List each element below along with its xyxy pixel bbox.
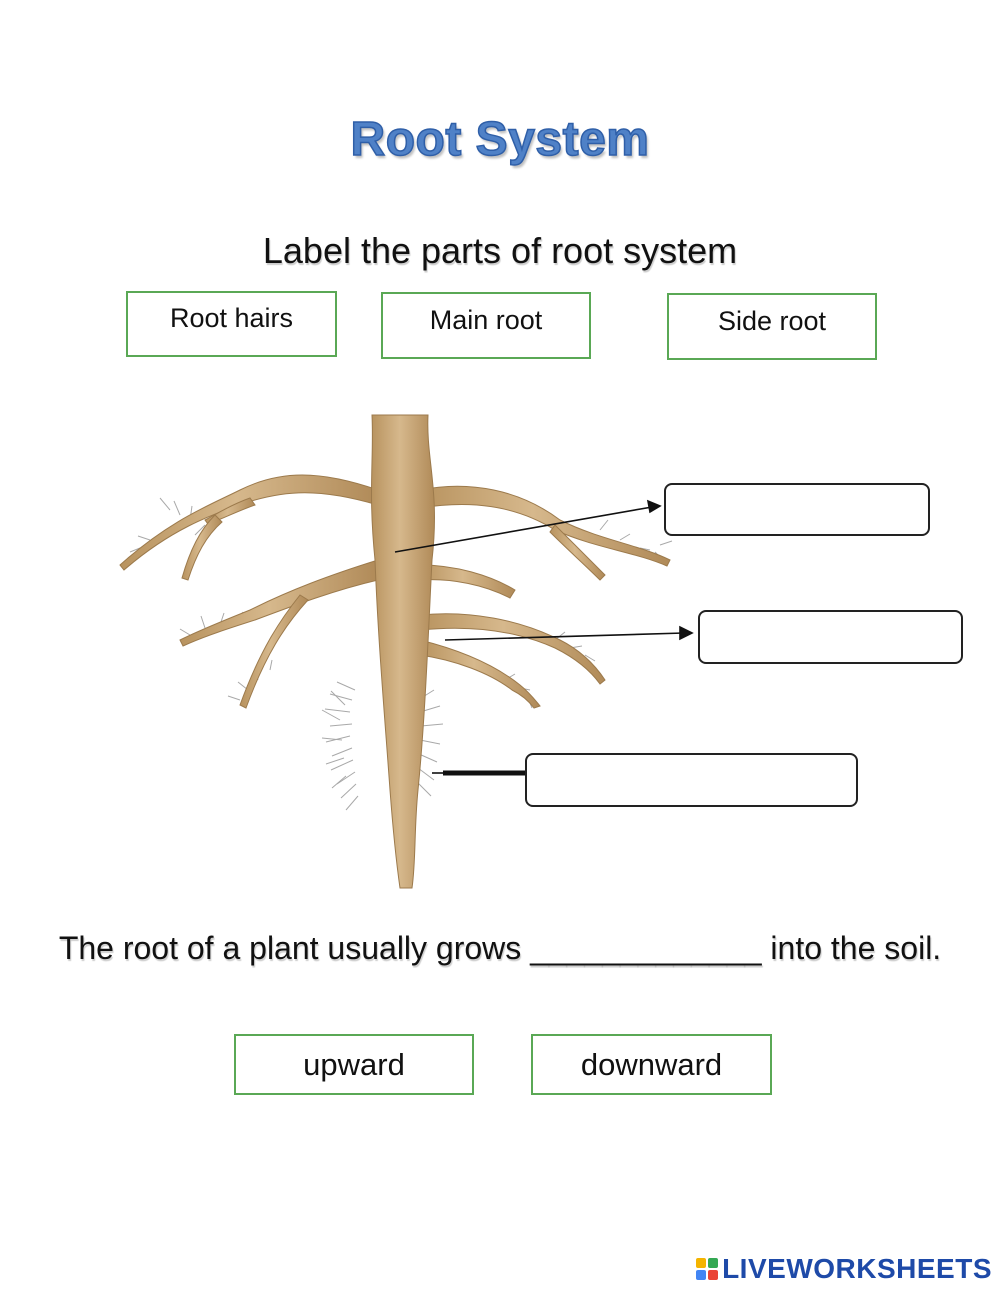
instruction: Label the parts of root system [262, 230, 738, 271]
word-bank-label: Root hairs [169, 303, 294, 333]
question-blank[interactable]: _____________ [530, 930, 762, 966]
page-title: Root System [350, 112, 650, 167]
main-root [370, 414, 435, 889]
answer-box-main-root[interactable] [664, 483, 930, 536]
question-before: The root of a plant usually grows [58, 930, 522, 966]
word-bank-label: Main root [429, 305, 543, 335]
brand-name: LIVEWORKSHEETS [722, 1253, 992, 1284]
question-after: into the soil. [770, 930, 942, 966]
side-roots [119, 474, 671, 709]
liveworksheets-logo: LIVEWORKSHEETS [696, 1253, 992, 1285]
pointer-arrows [394, 499, 694, 774]
word-bank-label: Side root [717, 306, 827, 336]
answer-box-side-root[interactable] [698, 610, 963, 664]
word-bank-root-hairs[interactable]: Root hairs [126, 291, 337, 357]
choice-downward[interactable]: downward [531, 1034, 772, 1095]
answer-box-root-hairs[interactable] [525, 753, 858, 807]
logo-grid-icon [696, 1258, 719, 1280]
choice-label: upward [303, 1046, 405, 1082]
word-bank-side-root[interactable]: Side root [667, 293, 877, 360]
choice-label: downward [580, 1046, 723, 1082]
question-sentence: The root of a plant usually grows ______… [0, 930, 1000, 967]
word-bank-main-root[interactable]: Main root [381, 292, 591, 359]
choice-upward[interactable]: upward [234, 1034, 474, 1095]
